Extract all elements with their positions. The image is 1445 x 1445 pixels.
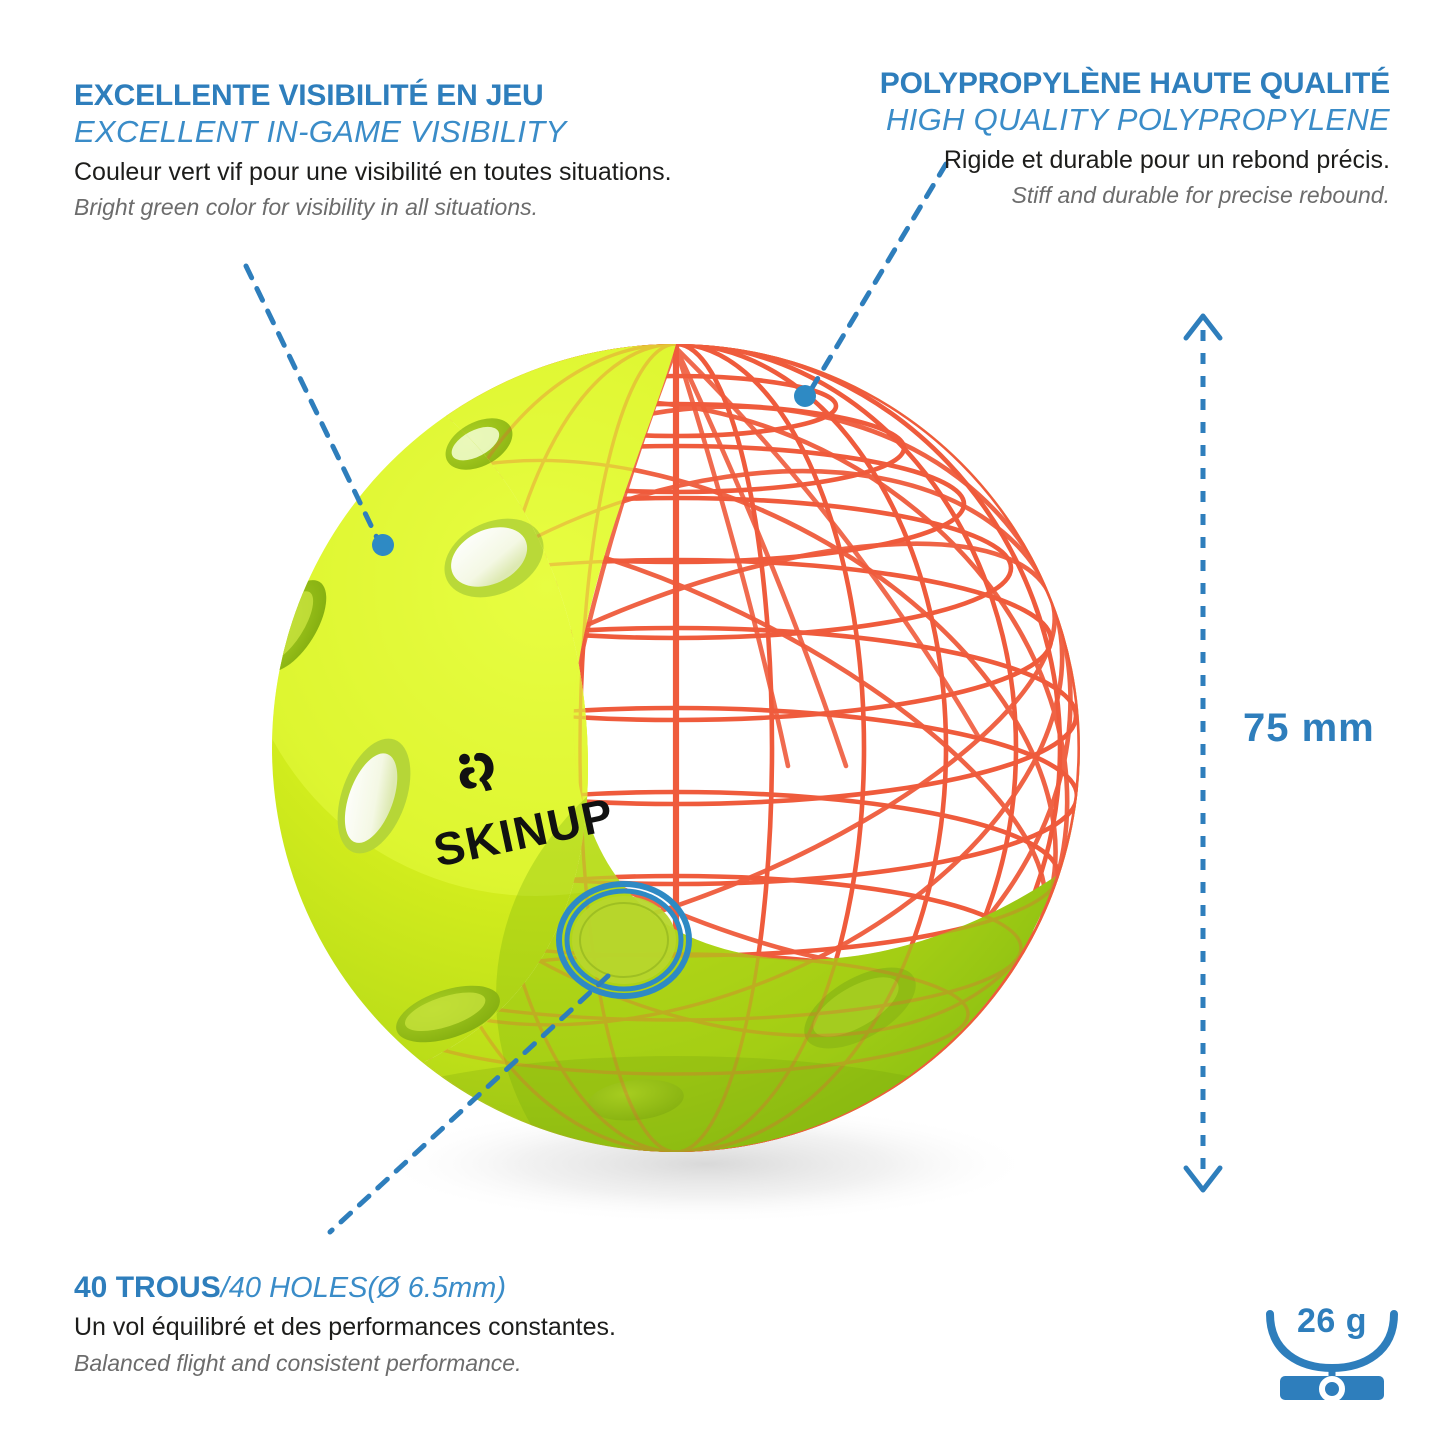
callout-holes: 40 TROUS/40 HOLES(Ø 6.5mm) Un vol équili… — [74, 1270, 616, 1378]
callout-holes-separator: / — [220, 1272, 229, 1304]
hole-open — [444, 518, 544, 598]
diameter-label: 75 mm — [1243, 706, 1375, 750]
scale-icon — [1266, 1310, 1398, 1400]
floorball-illustration — [236, 296, 1116, 1236]
highlighted-hole-marker — [556, 881, 692, 999]
dimension-arrow-icon — [1183, 313, 1223, 1193]
callout-holes-title: 40 TROUS/40 HOLES(Ø 6.5mm) — [74, 1270, 616, 1306]
callout-material-description-en: Stiff and durable for precise rebound. — [1011, 182, 1390, 209]
hole-open — [337, 738, 411, 854]
callout-holes-title-en: 40 HOLES — [228, 1272, 368, 1304]
callout-material-subtitle: HIGH QUALITY POLYPROPYLENE — [886, 102, 1390, 138]
callout-material-title: POLYPROPYLÈNE HAUTE QUALITÉ — [879, 67, 1390, 100]
callout-visibility-description-fr: Couleur vert vif pour une visibilité en … — [74, 157, 672, 186]
callout-holes-description-en: Balanced flight and consistent performan… — [74, 1349, 522, 1376]
callout-holes-title-fr: 40 TROUS — [74, 1271, 221, 1304]
callout-visibility-description-en: Bright green color for visibility in all… — [74, 194, 539, 221]
weight-badge: 26 g — [1262, 1296, 1402, 1400]
callout-material-description-fr: Rigide et durable pour un rebond précis. — [943, 145, 1390, 174]
weight-value: 26 g — [1296, 1302, 1368, 1340]
callout-visibility-subtitle: EXCELLENT IN-GAME VISIBILITY — [74, 114, 567, 150]
callout-holes-description-fr: Un vol équilibré et des performances con… — [74, 1313, 616, 1341]
skinup-logo: SKINUP — [413, 707, 640, 895]
callout-material: POLYPROPYLÈNE HAUTE QUALITÉ HIGH QUALITY… — [880, 66, 1390, 211]
callout-holes-diameter: (Ø 6.5mm) — [367, 1272, 506, 1304]
callout-visibility: EXCELLENTE VISIBILITÉ EN JEU EXCELLENT I… — [74, 78, 672, 223]
skinup-figure-icon — [459, 752, 494, 792]
callout-visibility-title: EXCELLENTE VISIBILITÉ EN JEU — [74, 79, 544, 112]
